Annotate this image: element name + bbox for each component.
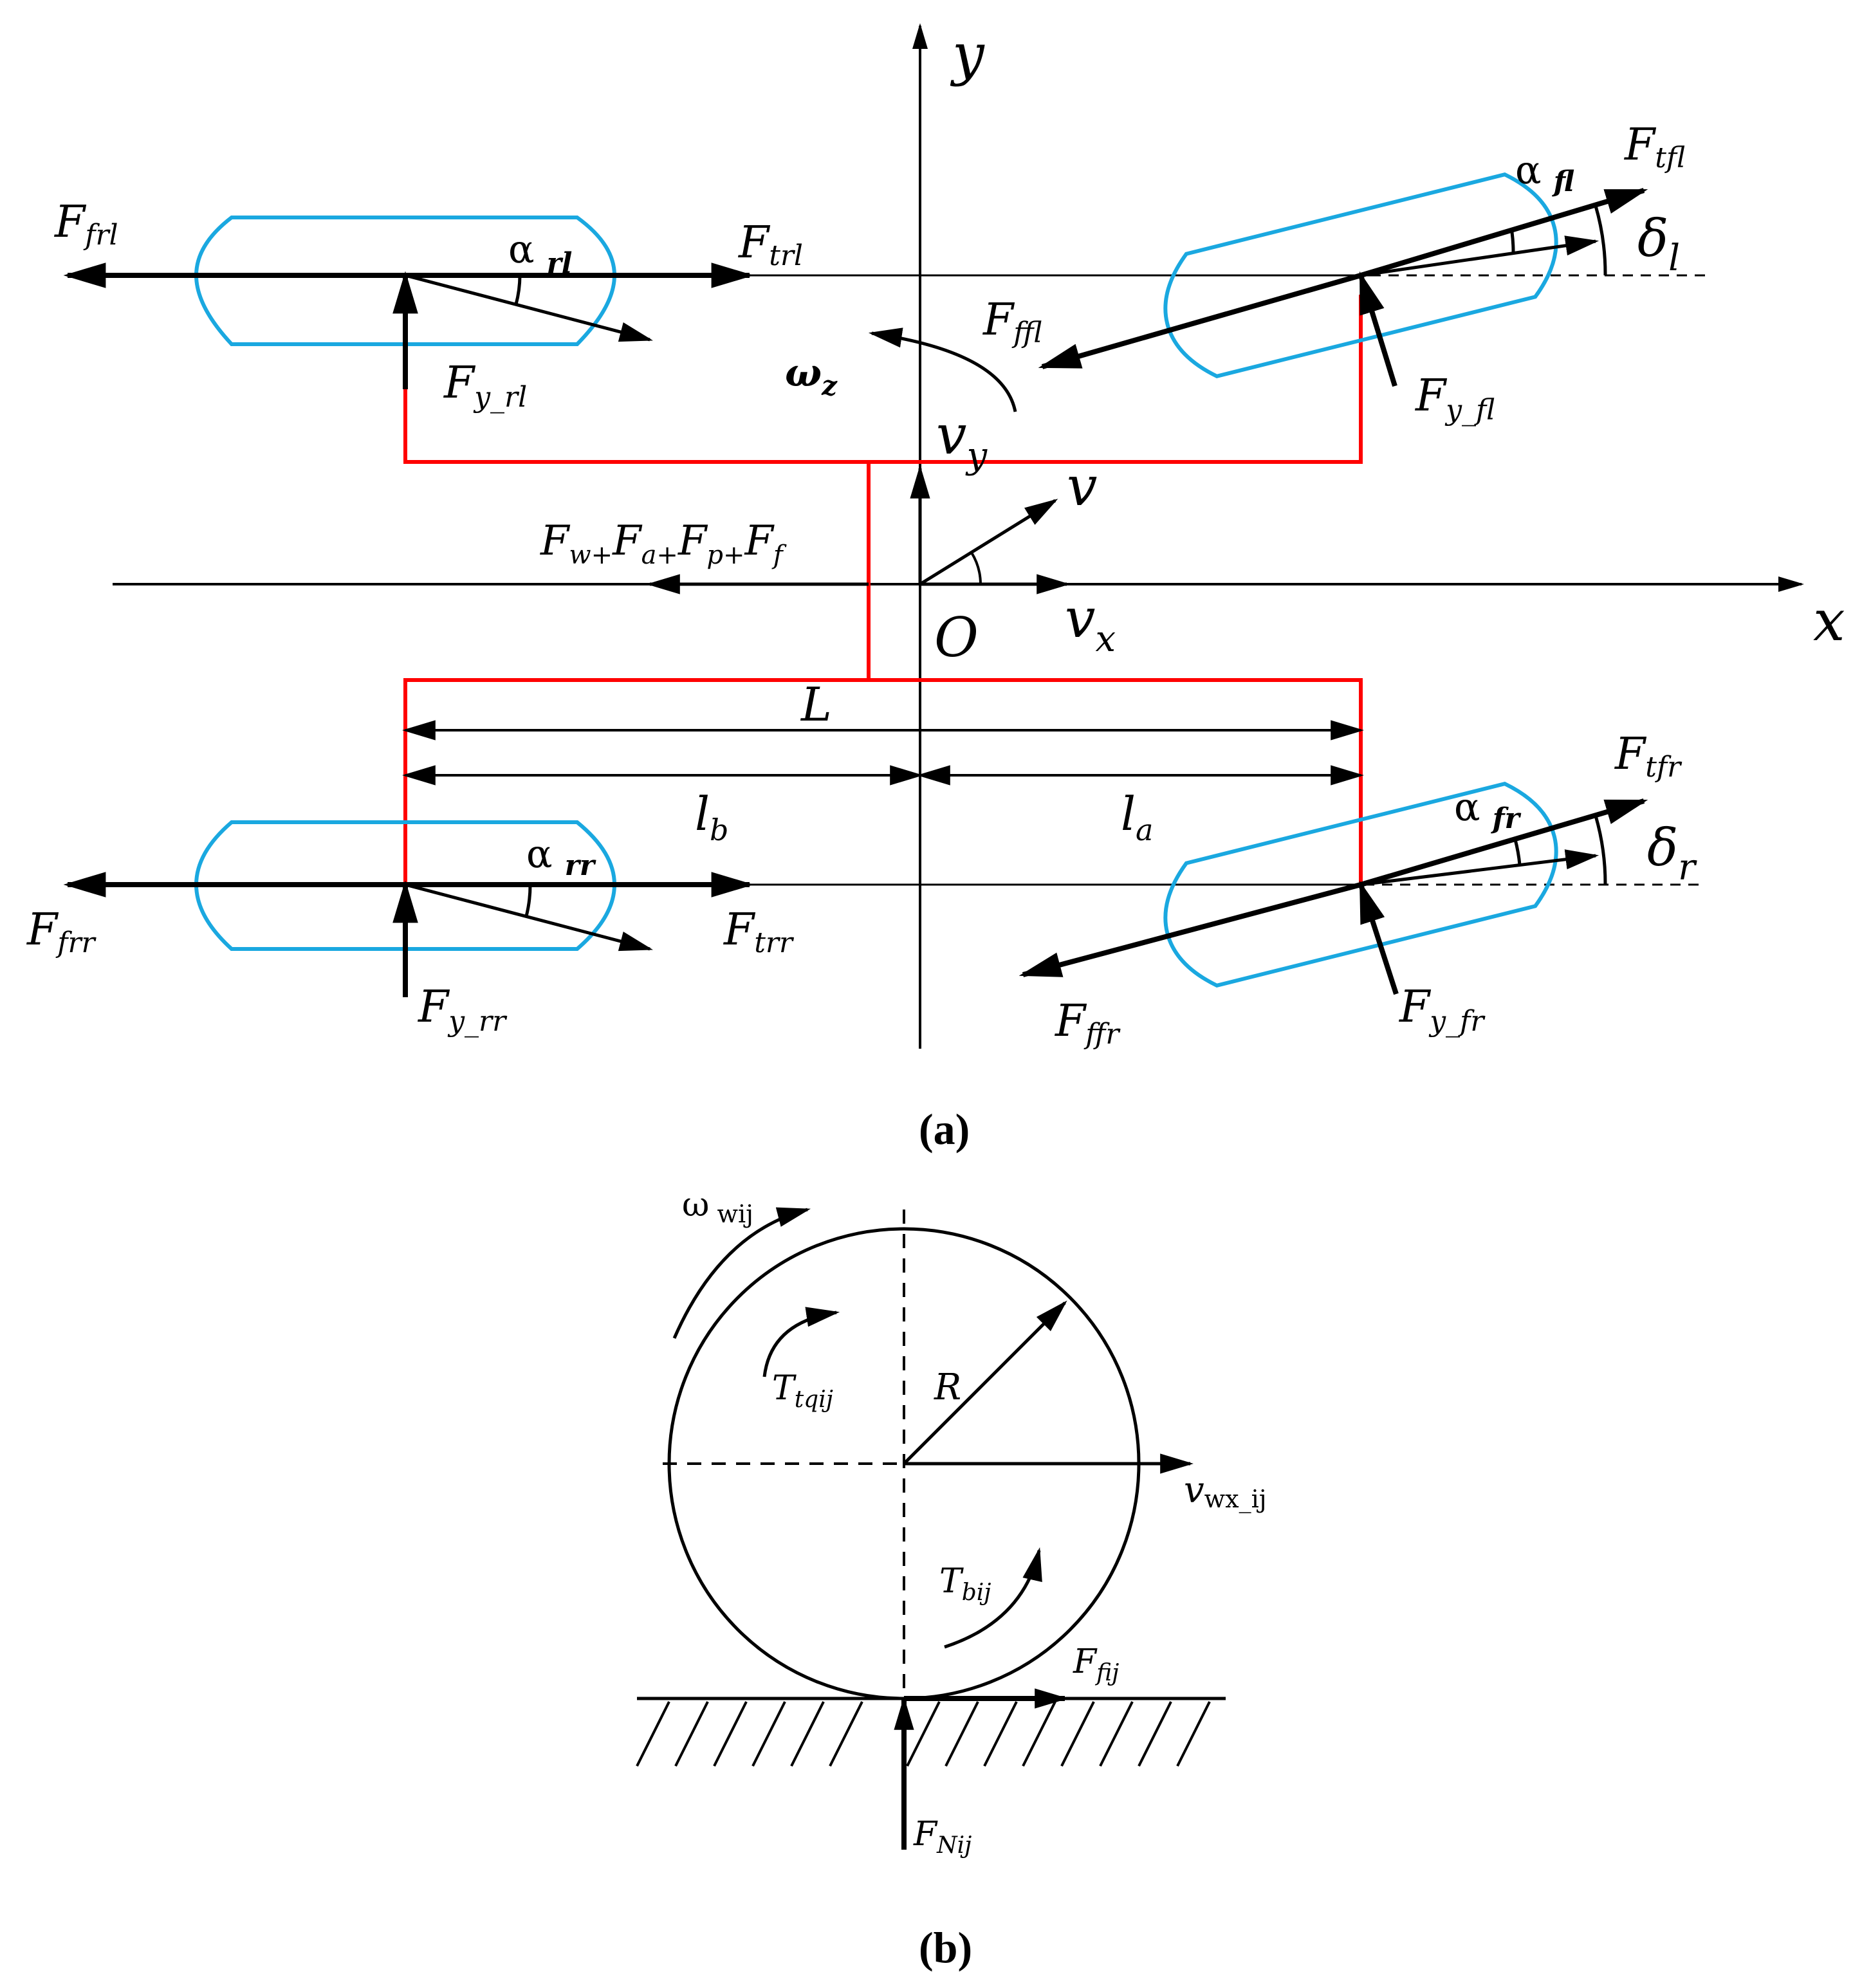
panel-a: y x O Ffrl Ftrl α rl Fy_rl — [26, 21, 1845, 1154]
front-left-slip-angle-arc — [1510, 232, 1515, 253]
front-right-lateral-force-arrow — [1358, 880, 1399, 995]
front-left-lateral-force-arrow — [1358, 271, 1397, 387]
label-alpha-rl: α rl — [508, 227, 573, 280]
label-v: v — [1067, 455, 1097, 518]
front-right-slip-angle-arc — [1513, 839, 1522, 865]
label-lb: lb — [695, 787, 728, 847]
label-Ffrr: Ffrr — [26, 905, 97, 959]
front-right-velocity-arrow — [1360, 849, 1599, 887]
front-left-traction-force-arrow — [1360, 188, 1648, 278]
label-Fy-rl: Fy_rl — [443, 358, 527, 414]
front-right-steer-angle-arc — [1594, 815, 1607, 885]
front-right-wheel — [1163, 782, 1558, 988]
label-la: la — [1121, 787, 1153, 847]
label-Ftfr: Ftfr — [1614, 729, 1682, 784]
label-Ttqij: Ttqij — [772, 1369, 833, 1413]
rear-left-velocity-arrow — [405, 273, 654, 342]
y-axis-label: y — [950, 21, 985, 87]
velocity-arrow — [919, 499, 1058, 586]
label-delta-l: δl — [1637, 208, 1680, 279]
radius-arrow — [903, 1300, 1067, 1465]
front-right-traction-force-arrow — [1360, 798, 1648, 887]
label-Fffr: Fffr — [1054, 996, 1121, 1051]
label-Fy-fr: Fy_fr — [1398, 982, 1486, 1038]
label-vwx-ij: vwx_ij — [1184, 1469, 1267, 1514]
label-L: L — [800, 677, 832, 732]
front-left-rolling-force-arrow — [1038, 273, 1362, 369]
wheel-angular-velocity-arrow — [672, 1207, 811, 1339]
sideslip-angle-arc — [970, 551, 982, 585]
ground-hatching — [636, 1701, 1211, 1767]
caption-a: (a) — [919, 1105, 970, 1154]
rear-left-wheel — [194, 216, 617, 346]
label-Ftrr: Ftrr — [723, 905, 795, 959]
label-Ftrl: Ftrl — [737, 217, 803, 272]
origin-label: O — [934, 606, 979, 669]
label-Ftfl: Ftfl — [1623, 120, 1685, 174]
label-Fy-rr: Fy_rr — [417, 982, 508, 1038]
label-vy: vy — [936, 403, 988, 477]
label-FNij: FNij — [913, 1815, 972, 1859]
front-left-steer-angle-arc — [1594, 205, 1607, 276]
label-delta-r: δr — [1647, 818, 1697, 888]
label-alpha-fr: α fr — [1454, 785, 1522, 835]
label-R: R — [934, 1367, 961, 1408]
label-vx: vx — [1065, 587, 1116, 660]
x-axis-label: x — [1813, 587, 1845, 654]
upper-frame — [403, 295, 1363, 464]
brake-torque-arrow — [944, 1547, 1042, 1649]
label-alpha-fl: α fl — [1515, 148, 1574, 198]
label-Ffij: Ffij — [1073, 1643, 1119, 1686]
front-left-velocity-arrow — [1360, 235, 1599, 277]
label-Ffrl: Ffrl — [53, 197, 118, 252]
caption-b: (b) — [919, 1923, 972, 1972]
label-omega-z: ωz — [785, 351, 838, 401]
rear-left-slip-angle-arc — [514, 275, 522, 305]
label-Tbij: Tbij — [939, 1562, 991, 1606]
label-resistance: Fw+Fa+Fp+Ff — [540, 517, 787, 570]
label-omega-wij: ω wij — [682, 1186, 753, 1228]
rear-right-wheel — [194, 820, 617, 951]
panel-b: ω wij Ttqij R vwx_ij Tbij Ffij FNij (b) — [636, 1186, 1267, 1972]
label-Fffl: Fffl — [982, 295, 1042, 349]
label-alpha-rr: α rr — [526, 832, 596, 882]
front-left-wheel — [1163, 172, 1558, 378]
label-Fy-fl: Fy_fl — [1414, 371, 1495, 427]
front-right-rolling-force-arrow — [1019, 882, 1362, 977]
drive-torque-arrow — [762, 1307, 840, 1377]
yaw-rate-arrow — [868, 327, 1017, 412]
rear-right-slip-angle-arc — [524, 884, 532, 917]
rear-right-velocity-arrow — [405, 883, 654, 952]
